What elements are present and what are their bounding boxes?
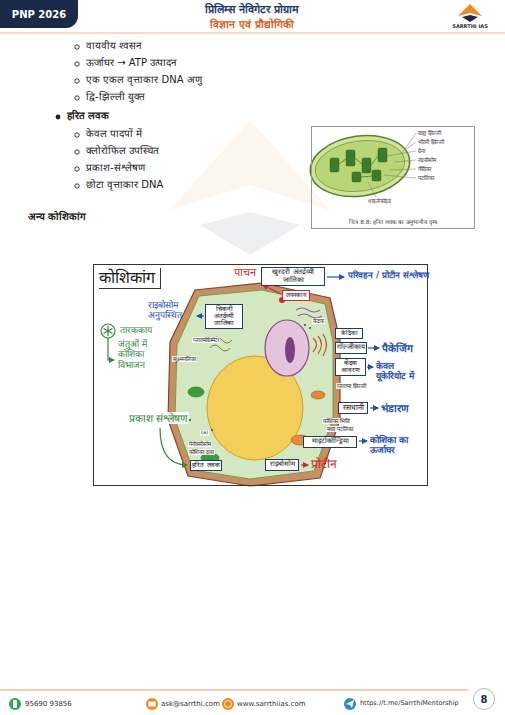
organelle-box: हरित लवक: [190, 460, 222, 471]
bullet-text: छोटा वृत्ताकार DNA: [86, 179, 163, 191]
organelle-box-text: माइटोकॉन्ड्रिया: [305, 438, 355, 446]
mail-icon: [146, 698, 158, 710]
footer-contact: https://t.me/SarrthiMentorship: [360, 700, 459, 707]
leader-arrows: [160, 277, 379, 465]
function-label: कोशिका का ऊर्जाघर: [370, 435, 425, 456]
organelle-box-text: केंद्रिका: [337, 330, 361, 337]
organelle-box: केंद्रक आवरण: [335, 358, 366, 376]
figure-frame: चित्र 8.8: हरित लवक का अनुभागीय दृश्य: [311, 126, 475, 229]
telegram-icon: [344, 698, 356, 710]
function-label: तारककाय: [120, 325, 152, 335]
organelle-box-text: गॉल्जीकाय: [337, 344, 365, 352]
header-band-text: PNP 2026: [12, 9, 66, 20]
organelle-box-text: चिकनी अंतर्द्रव्यी जालिका: [207, 306, 241, 327]
header-subtitle: विज्ञान एवं प्रौद्योगिकी: [210, 18, 293, 30]
organelle-box: गॉल्जीकाय: [335, 342, 367, 354]
organelle-box: लयनकाय: [282, 290, 310, 301]
organelle-box: केंद्रिका: [335, 328, 363, 339]
part-label: बाह्य झिल्ली: [418, 130, 441, 136]
bullet-text: वायवीय श्वसन: [86, 40, 142, 52]
part-label: सूक्ष्मनलिका: [172, 356, 197, 362]
page-number: 8: [473, 688, 495, 710]
bullet-text: प्रकाश-संश्लेषण: [86, 162, 145, 174]
logo-mark: [462, 15, 478, 22]
web-icon: [222, 698, 234, 710]
footer-contact: www.sarrthiias.com: [237, 700, 306, 708]
chloroplast-figure: [306, 129, 416, 202]
function-label: भंडारण: [381, 402, 409, 414]
organelle-box-text: हरित लवक: [192, 462, 220, 469]
function-label: परिवहन / प्रोटीन संश्लेषण: [348, 271, 429, 281]
footer-contact: ask@sarrthi.com: [161, 700, 220, 708]
function-label: जंतुओं में कोशिका विभाजन: [118, 339, 165, 370]
organelle-box: चिकनी अंतर्द्रव्यी जालिका: [205, 304, 243, 329]
watermark-logo: [170, 120, 330, 255]
header-title: प्रिलिम्स नेविगेटर प्रोग्राम: [205, 4, 300, 17]
bullet-text: केवल पादपों में: [86, 128, 142, 140]
function-label: प्रोटीन: [311, 458, 337, 472]
function-label: पाचन: [234, 267, 256, 280]
function-label: पैकेजिंग: [382, 342, 413, 354]
part-label: पीठिका: [418, 166, 431, 172]
section-heading: अन्य कोशिकांग: [28, 211, 86, 223]
part-label: केंद्रक: [312, 318, 325, 324]
part-label: भीतरी झिल्ली: [418, 139, 444, 145]
bullet-heading: हरित लवक: [67, 110, 109, 122]
organelle-box: खुरदरी अंतर्द्रव्यी जालिका: [261, 267, 325, 286]
organelle-box: राइबोसोम: [265, 459, 299, 471]
part-label: मध्य पटलिका: [326, 426, 354, 432]
header-band: PNP 2026: [0, 0, 78, 28]
bullet-text: क्लोरोफिल उपस्थित: [86, 145, 159, 157]
function-label: केवल यूकेरियोट में: [376, 361, 425, 382]
organelle-box: माइटोकॉन्ड्रिया: [303, 436, 357, 448]
phone-icon: [9, 698, 21, 710]
footer-contact: 95690 93856: [25, 700, 72, 708]
function-label: राइबोसोम अनुपस्थित: [148, 300, 196, 321]
footer-decor: [0, 690, 468, 710]
part-label: पटलिका: [418, 175, 434, 181]
bullet-text: एक एकल वृत्ताकार DNA अणु: [86, 74, 202, 86]
plant-cell-figure: [168, 283, 340, 486]
part-label: पेरॉक्सीसोम: [188, 441, 212, 447]
logo-mark: [458, 4, 482, 16]
organelle-box: रसधानी: [338, 402, 368, 414]
logo-text: SARRTHI IAS: [452, 24, 487, 30]
part-label: प्लाज्मोडेस्मेटा: [192, 337, 220, 343]
organelle-box-text: राइबोसोम: [267, 461, 297, 469]
figure-frame-text: चित्र 8.8: हरित लवक का अनुभागीय दृश्य: [314, 219, 472, 225]
header-rule: [0, 33, 505, 34]
organelle-box-text: खुरदरी अंतर्द्रव्यी जालिका: [263, 269, 323, 284]
part-label: कोशिका भित्ति: [322, 418, 351, 424]
centrosome-symbol: [101, 324, 115, 360]
part-label: राइबोसोम: [418, 157, 436, 163]
page-number-text: 8: [481, 694, 488, 705]
part-label: कोशिका द्रव्य: [188, 449, 215, 455]
part-label: ग्रेना: [418, 148, 425, 154]
organelle-box-text: केंद्रक आवरण: [337, 360, 364, 374]
figure-tag: (a): [200, 430, 209, 436]
diagram-frame-text: कोशिकांग: [99, 268, 161, 289]
bullet-text: द्वि-झिल्ली युक्त: [86, 91, 145, 103]
part-label: प्लाज्मा झिल्ली: [336, 383, 367, 389]
bullet-text: ऊर्जाघर → ATP उत्पादन: [86, 57, 177, 69]
function-label: प्रकाश संश्लेषण: [128, 412, 189, 424]
organelle-box-text: रसधानी: [340, 404, 366, 412]
organelle-box-text: लयनकाय: [284, 292, 308, 299]
part-label: थाइलेकॉइड: [368, 198, 391, 204]
